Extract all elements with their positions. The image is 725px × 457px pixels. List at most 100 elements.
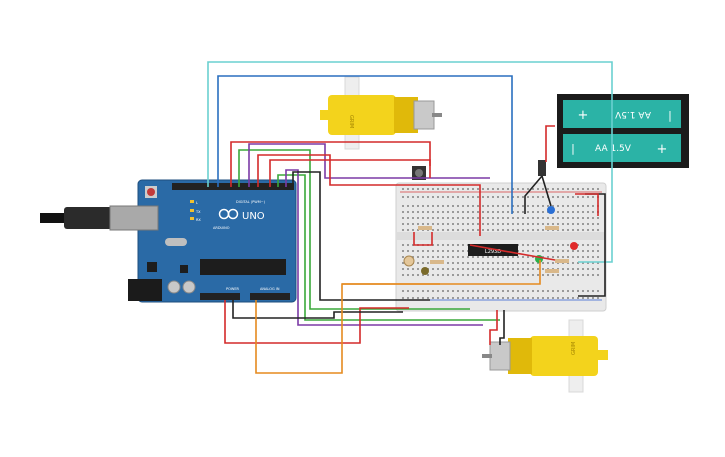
breadboard-hole[interactable] — [577, 196, 579, 198]
breadboard-hole[interactable] — [597, 297, 599, 299]
breadboard-hole[interactable] — [562, 290, 564, 292]
breadboard-hole[interactable] — [582, 229, 584, 231]
breadboard-hole[interactable] — [402, 229, 404, 231]
breadboard-hole[interactable] — [572, 297, 574, 299]
breadboard-hole[interactable] — [537, 217, 539, 219]
breadboard-hole[interactable] — [487, 290, 489, 292]
breadboard-hole[interactable] — [422, 274, 424, 276]
breadboard-hole[interactable] — [537, 297, 539, 299]
breadboard-hole[interactable] — [492, 262, 494, 264]
breadboard-hole[interactable] — [412, 229, 414, 231]
breadboard-hole[interactable] — [457, 297, 459, 299]
breadboard-hole[interactable] — [437, 297, 439, 299]
breadboard-hole[interactable] — [542, 196, 544, 198]
breadboard-hole[interactable] — [552, 244, 554, 246]
breadboard-hole[interactable] — [417, 274, 419, 276]
breadboard-hole[interactable] — [552, 205, 554, 207]
breadboard-hole[interactable] — [582, 290, 584, 292]
breadboard-hole[interactable] — [582, 188, 584, 190]
breadboard-hole[interactable] — [577, 297, 579, 299]
breadboard-hole[interactable] — [402, 217, 404, 219]
breadboard-hole[interactable] — [447, 229, 449, 231]
breadboard-hole[interactable] — [562, 244, 564, 246]
breadboard-hole[interactable] — [577, 262, 579, 264]
breadboard-hole[interactable] — [422, 211, 424, 213]
breadboard-hole[interactable] — [527, 217, 529, 219]
breadboard-hole[interactable] — [402, 262, 404, 264]
breadboard-hole[interactable] — [412, 196, 414, 198]
breadboard-hole[interactable] — [422, 223, 424, 225]
breadboard-hole[interactable] — [437, 268, 439, 270]
breadboard-hole[interactable] — [507, 274, 509, 276]
breadboard-hole[interactable] — [567, 297, 569, 299]
breadboard-hole[interactable] — [492, 223, 494, 225]
breadboard-hole[interactable] — [592, 211, 594, 213]
breadboard-hole[interactable] — [457, 188, 459, 190]
breadboard-hole[interactable] — [587, 256, 589, 258]
breadboard-hole[interactable] — [437, 196, 439, 198]
breadboard-hole[interactable] — [447, 223, 449, 225]
breadboard-hole[interactable] — [512, 274, 514, 276]
breadboard-hole[interactable] — [562, 229, 564, 231]
breadboard-hole[interactable] — [407, 250, 409, 252]
breadboard-hole[interactable] — [417, 250, 419, 252]
breadboard-hole[interactable] — [507, 297, 509, 299]
breadboard-hole[interactable] — [562, 256, 564, 258]
motor-top[interactable]: GRIM — [320, 76, 442, 150]
breadboard-hole[interactable] — [497, 188, 499, 190]
breadboard-hole[interactable] — [422, 297, 424, 299]
breadboard-hole[interactable] — [537, 211, 539, 213]
breadboard-hole[interactable] — [442, 188, 444, 190]
breadboard-hole[interactable] — [577, 244, 579, 246]
breadboard-hole[interactable] — [597, 229, 599, 231]
breadboard-hole[interactable] — [482, 274, 484, 276]
breadboard-hole[interactable] — [457, 223, 459, 225]
breadboard-hole[interactable] — [567, 211, 569, 213]
breadboard-hole[interactable] — [472, 256, 474, 258]
breadboard-hole[interactable] — [407, 274, 409, 276]
breadboard-hole[interactable] — [462, 262, 464, 264]
breadboard-hole[interactable] — [422, 262, 424, 264]
breadboard-hole[interactable] — [442, 250, 444, 252]
breadboard-hole[interactable] — [512, 290, 514, 292]
breadboard-hole[interactable] — [527, 244, 529, 246]
breadboard-hole[interactable] — [427, 223, 429, 225]
breadboard-hole[interactable] — [407, 205, 409, 207]
breadboard-hole[interactable] — [467, 229, 469, 231]
breadboard-hole[interactable] — [407, 211, 409, 213]
breadboard-hole[interactable] — [577, 217, 579, 219]
breadboard-hole[interactable] — [472, 205, 474, 207]
breadboard-hole[interactable] — [477, 274, 479, 276]
breadboard-hole[interactable] — [402, 250, 404, 252]
breadboard-hole[interactable] — [597, 244, 599, 246]
breadboard-hole[interactable] — [512, 297, 514, 299]
breadboard-hole[interactable] — [447, 217, 449, 219]
breadboard-hole[interactable] — [562, 205, 564, 207]
breadboard-hole[interactable] — [402, 244, 404, 246]
breadboard-hole[interactable] — [467, 297, 469, 299]
breadboard-hole[interactable] — [482, 223, 484, 225]
breadboard-hole[interactable] — [462, 297, 464, 299]
breadboard-hole[interactable] — [407, 196, 409, 198]
breadboard-hole[interactable] — [572, 211, 574, 213]
breadboard-hole[interactable] — [512, 196, 514, 198]
breadboard-hole[interactable] — [482, 268, 484, 270]
breadboard-hole[interactable] — [417, 217, 419, 219]
breadboard-hole[interactable] — [542, 217, 544, 219]
breadboard-hole[interactable] — [437, 217, 439, 219]
arduino-board[interactable]: UNO ARDUINO DIGITAL (PWM~) POWER ANALOG … — [40, 179, 297, 303]
breadboard-hole[interactable] — [437, 244, 439, 246]
breadboard-hole[interactable] — [427, 290, 429, 292]
breadboard-hole[interactable] — [552, 290, 554, 292]
breadboard-hole[interactable] — [402, 196, 404, 198]
breadboard-hole[interactable] — [582, 274, 584, 276]
breadboard-hole[interactable] — [522, 250, 524, 252]
breadboard-hole[interactable] — [542, 223, 544, 225]
breadboard-hole[interactable] — [567, 256, 569, 258]
breadboard-hole[interactable] — [562, 217, 564, 219]
breadboard-hole[interactable] — [442, 244, 444, 246]
breadboard-hole[interactable] — [532, 274, 534, 276]
breadboard-hole[interactable] — [577, 229, 579, 231]
breadboard-hole[interactable] — [457, 250, 459, 252]
breadboard-hole[interactable] — [552, 256, 554, 258]
